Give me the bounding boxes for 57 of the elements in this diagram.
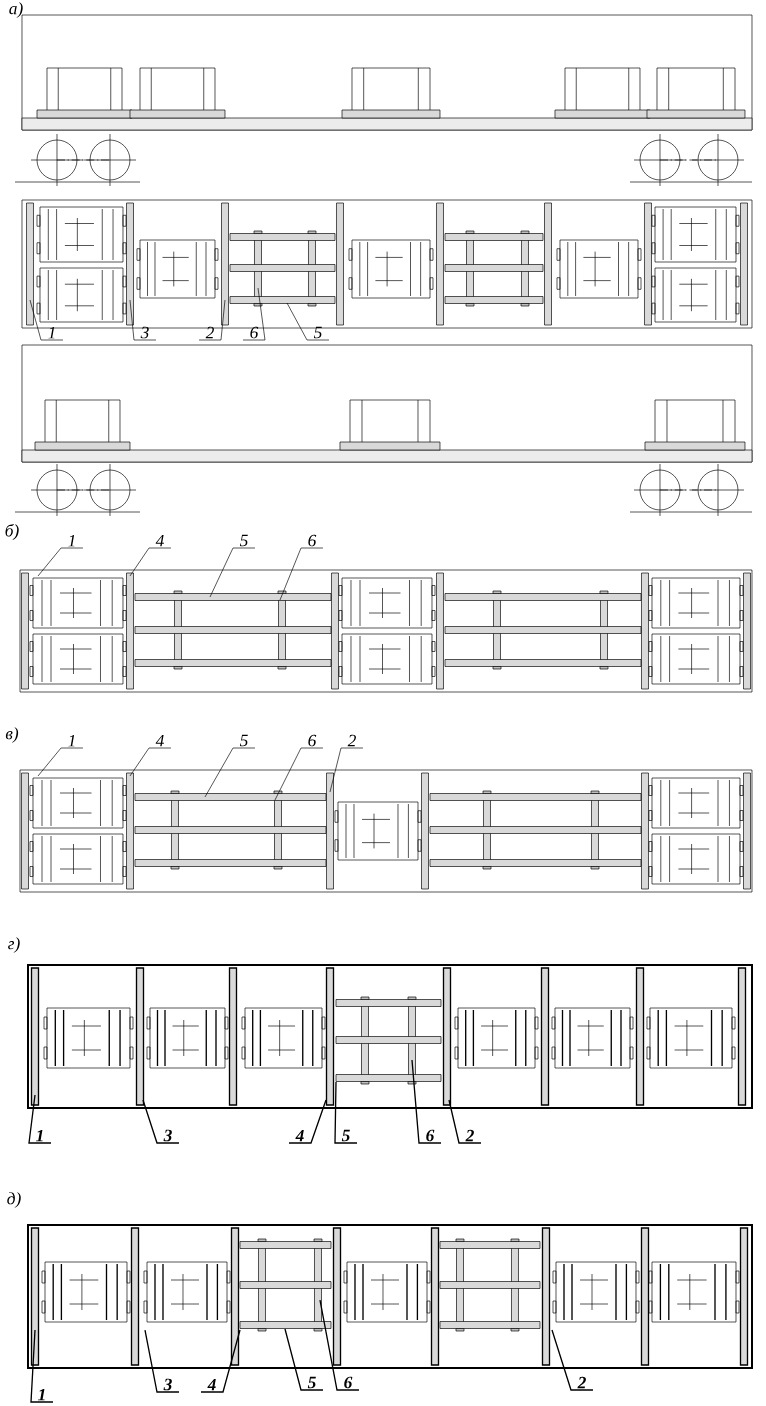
leader-line bbox=[144, 1329, 180, 1393]
leader-line bbox=[288, 1099, 327, 1144]
panel-label: а) bbox=[9, 2, 23, 18]
leader-line bbox=[284, 1328, 324, 1391]
callout-number: 3 bbox=[140, 326, 149, 339]
callout-number: 5 bbox=[239, 534, 248, 547]
callout-number: 1 bbox=[68, 734, 75, 747]
leader-line bbox=[551, 1329, 594, 1391]
leader-line bbox=[198, 299, 226, 341]
callout-number: 3 bbox=[163, 1129, 172, 1142]
panel-label: д) bbox=[7, 1192, 21, 1208]
callout-number: 4 bbox=[207, 1378, 216, 1391]
callout-number: 6 bbox=[308, 734, 317, 747]
panel-label: г) bbox=[8, 937, 20, 953]
callout-number: 1 bbox=[36, 1129, 43, 1142]
leader-line bbox=[334, 1081, 358, 1144]
leader-line bbox=[329, 747, 364, 793]
callout-number: 6 bbox=[308, 534, 317, 547]
callout-number: 1 bbox=[38, 1388, 45, 1401]
callout-number: 1 bbox=[68, 534, 75, 547]
leader-line bbox=[242, 287, 266, 341]
callout-number: 2 bbox=[465, 1129, 474, 1142]
callout-number: 2 bbox=[577, 1376, 586, 1389]
callout-number: 2 bbox=[205, 326, 214, 339]
callout-number: 5 bbox=[341, 1129, 350, 1142]
callout-number: 3 bbox=[163, 1378, 172, 1391]
leader-line bbox=[279, 547, 324, 601]
callout-number: 6 bbox=[250, 326, 259, 339]
leader-line bbox=[204, 747, 256, 798]
leader-line bbox=[142, 1099, 180, 1144]
callout-number: 6 bbox=[344, 1376, 353, 1389]
callout-number: 5 bbox=[307, 1376, 316, 1389]
callout-number: 5 bbox=[313, 326, 322, 339]
leader-line bbox=[200, 1329, 241, 1393]
leader-line bbox=[29, 299, 64, 341]
callout-number: 5 bbox=[239, 734, 248, 747]
panel-label: в) bbox=[5, 727, 19, 743]
callout-number: 2 bbox=[347, 734, 356, 747]
leader-line bbox=[319, 1299, 360, 1391]
leader-line bbox=[209, 547, 256, 598]
leader-line bbox=[411, 1059, 442, 1144]
leader-line bbox=[129, 299, 157, 341]
callout-number: 6 bbox=[426, 1129, 435, 1142]
leader-line bbox=[129, 547, 172, 577]
panel-label: б) bbox=[5, 523, 19, 541]
leader-line bbox=[37, 547, 84, 577]
callout-number: 4 bbox=[295, 1129, 304, 1142]
callout-number: 4 bbox=[155, 734, 164, 747]
leader-line bbox=[448, 1099, 482, 1144]
leader-line bbox=[37, 747, 84, 777]
callout-number: 4 bbox=[155, 534, 164, 547]
leader-line bbox=[28, 1094, 52, 1144]
callout-number: 1 bbox=[48, 326, 55, 339]
leader-line bbox=[274, 747, 324, 801]
leader-line bbox=[30, 1329, 54, 1403]
leader-line bbox=[129, 747, 172, 777]
leader-line bbox=[286, 302, 330, 341]
